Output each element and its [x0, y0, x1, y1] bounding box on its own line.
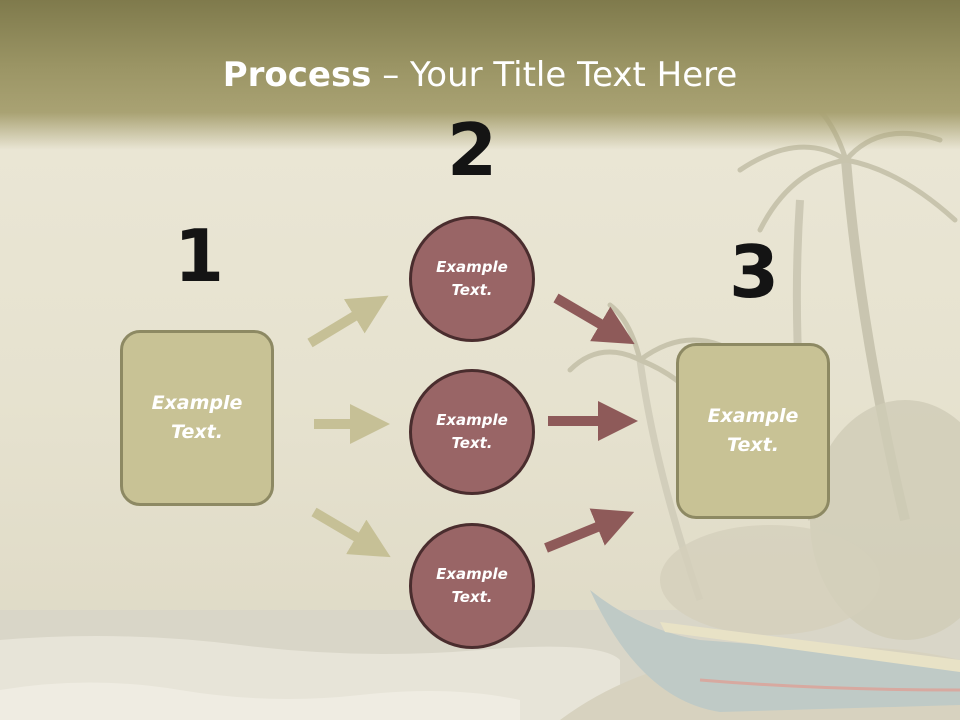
arrow-to-branch-3 [311, 507, 391, 558]
branch-circle-1-text: Example Text. [436, 258, 508, 299]
title-rest: – Your Title Text Here [371, 55, 738, 95]
step-box-1[interactable]: Example Text. [120, 330, 274, 506]
arrow-from-branch-3 [544, 508, 635, 553]
step-box-1-text: Example Text. [151, 392, 243, 443]
slide-title[interactable]: Process – Your Title Text Here [0, 52, 960, 98]
step-box-3[interactable]: Example Text. [676, 343, 830, 519]
step-number-2[interactable]: 2 [446, 108, 498, 192]
branch-circle-2[interactable]: Example Text. [409, 369, 535, 495]
branch-circle-1[interactable]: Example Text. [409, 216, 535, 342]
arrow-from-branch-1 [553, 293, 635, 345]
step-number-1[interactable]: 1 [173, 214, 225, 298]
title-bar [0, 0, 960, 150]
branch-circle-3[interactable]: Example Text. [409, 523, 535, 649]
title-bold: Process [222, 55, 372, 95]
branch-circle-2-text: Example Text. [436, 411, 508, 452]
arrow-to-branch-1 [307, 295, 389, 348]
step-number-3[interactable]: 3 [728, 230, 780, 314]
step-box-3-text: Example Text. [707, 405, 799, 456]
branch-circle-3-text: Example Text. [436, 565, 508, 606]
